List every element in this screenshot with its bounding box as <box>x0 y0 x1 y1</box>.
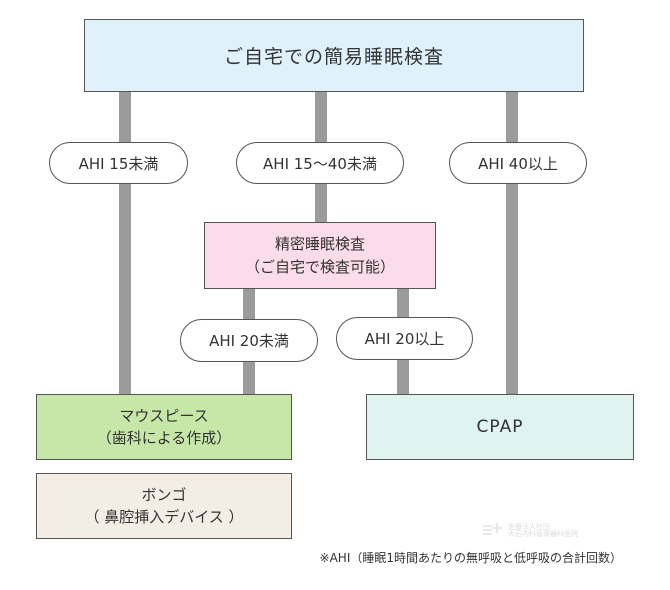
clinic-watermark-line2: 大石内科循環器科医院 <box>508 530 578 538</box>
connector-left <box>119 92 131 394</box>
mouthpiece-box: マウスピース （歯科による作成） <box>36 394 292 460</box>
ahi-footnote: ※AHI（睡眠1時間あたりの無呼吸と低呼吸の合計回数） <box>319 551 622 565</box>
cpap-label: CPAP <box>476 417 524 437</box>
branch-ahi-20-over: AHI 20以上 <box>336 317 473 360</box>
clinic-logo-icon <box>483 523 502 535</box>
detailed-sleep-test-title: 精密睡眠検査 <box>274 234 365 253</box>
cpap-box: CPAP <box>366 394 634 460</box>
detailed-sleep-test-note: （ご自宅で検査可能） <box>244 257 395 276</box>
branch-ahi-under-20: AHI 20未満 <box>180 319 318 362</box>
home-sleep-test-box: ご自宅での簡易睡眠検査 <box>84 19 584 92</box>
home-sleep-test-label: ご自宅での簡易睡眠検査 <box>223 46 444 68</box>
branch-ahi-under-15-label: AHI 15未満 <box>78 154 159 173</box>
branch-ahi-under-20-label: AHI 20未満 <box>209 332 289 350</box>
bongo-note: （ 鼻腔挿入デバイス ） <box>84 508 244 526</box>
mouthpiece-title: マウスピース <box>119 407 209 425</box>
bongo-title: ボンゴ <box>141 486 187 504</box>
detailed-sleep-test-box: 精密睡眠検査 （ご自宅で検査可能） <box>204 222 436 289</box>
mouthpiece-note: （歯科による作成） <box>96 429 232 447</box>
branch-ahi-20-over-label: AHI 20以上 <box>364 330 445 348</box>
branch-ahi-15-40-label: AHI 15～40未満 <box>263 154 377 173</box>
clinic-watermark-text: 医療法人社団 大石内科循環器科医院 <box>508 524 578 538</box>
connector-right <box>506 92 518 394</box>
branch-ahi-15-40: AHI 15～40未満 <box>236 142 404 184</box>
branch-ahi-under-15: AHI 15未満 <box>49 142 188 184</box>
clinic-watermark-line1: 医療法人社団 <box>508 523 550 531</box>
clinic-watermark-logo: 医療法人社団 大石内科循環器科医院 <box>482 522 622 538</box>
branch-ahi-40-over: AHI 40以上 <box>449 142 587 184</box>
bongo-box: ボンゴ （ 鼻腔挿入デバイス ） <box>36 473 292 539</box>
branch-ahi-40-over-label: AHI 40以上 <box>478 154 558 173</box>
